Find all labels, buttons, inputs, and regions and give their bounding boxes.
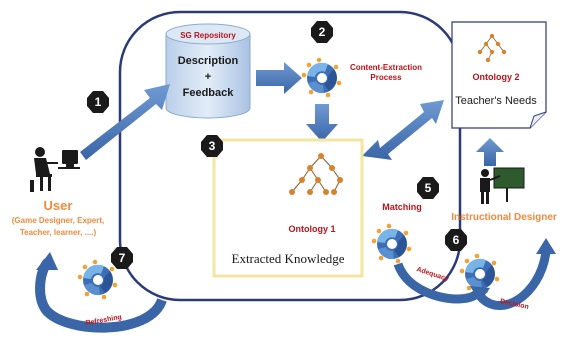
step-badge-6: 6 [445,229,467,251]
adequacy-arrow [393,262,482,304]
step-number: 7 [119,251,126,265]
ontology2-caption: Teacher's Needs [455,95,537,107]
adequacy-arrowhead [470,286,490,302]
gear-cycle-icon [371,223,412,264]
arrow-to-repository [80,84,170,160]
user-title: User [44,198,73,213]
repository-line1: Description [178,55,239,67]
presenter-at-board-icon [480,167,525,204]
adequacy-label: Adequacy [415,266,449,283]
step-number: 2 [319,25,326,39]
process-label-line1: Content-Extraction [350,63,422,72]
step-number: 3 [209,139,216,153]
designer-title: Instructional Designer [451,212,557,223]
ontology-graph-icon [477,33,507,63]
ontology-graph-icon [289,153,343,195]
process-frame [118,10,462,302]
double-arrow-ontologies [362,100,444,160]
repository-plus: + [205,71,211,83]
refreshing-arrow [35,258,167,333]
ontology1-caption: Extracted Knowledge [232,251,345,266]
extracted-knowledge-box [212,138,364,278]
gear-cycle-icon [77,259,118,300]
ontology1-label: Ontology 1 [289,224,336,234]
person-at-computer-icon [30,147,80,192]
decision-arrow [476,251,551,310]
step-badge-3: 3 [201,135,223,157]
arrow-to-ontology2 [476,138,504,166]
ontology2-label: Ontology 2 [473,72,520,82]
arrow-to-ontology1 [306,104,338,142]
database-cylinder-icon [165,23,251,119]
refreshing-arrowhead [36,252,58,270]
user-roles-line1: (Game Designer, Expert, [12,216,104,225]
step-number: 1 [95,95,102,109]
step-number: 5 [425,181,432,195]
step-badge-7: 7 [111,247,133,269]
teacher-needs-document [451,21,547,129]
user-roles-line2: Teacher, learner, ....) [20,228,97,237]
step-badge-5: 5 [417,177,439,199]
step-badge-1: 1 [87,91,109,113]
step-number: 6 [453,233,460,247]
arrow-to-process [256,62,302,94]
process-label-line2: Process [370,73,402,82]
step-badge-2: 2 [311,21,333,43]
matching-label: Matching [382,202,422,212]
repository-title: SG Repository [180,31,236,40]
repository-line2: Feedback [183,87,235,99]
gear-cycle-icon [301,57,342,98]
decision-arrowhead [536,238,556,254]
